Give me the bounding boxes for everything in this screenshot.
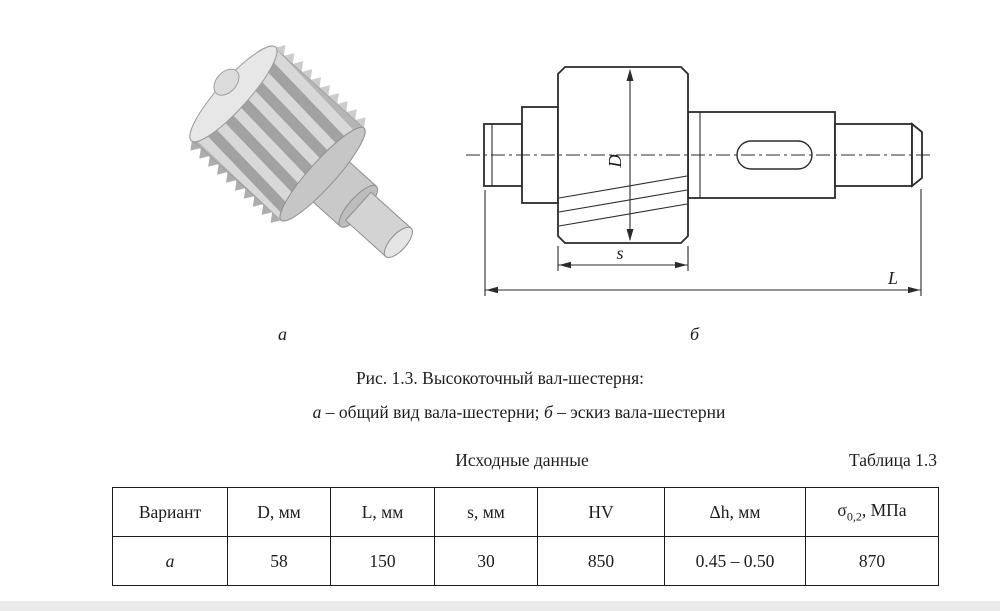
caption-part-a-text: – общий вид вала-шестерни; — [321, 402, 544, 422]
sigma-subscript: 0,2 — [846, 509, 862, 524]
caption-part-a-label: а — [312, 402, 322, 422]
header-cell-L: L, мм — [330, 487, 435, 537]
dim-label-s: s — [616, 243, 623, 263]
gear-teeth-silhouette-bottom — [190, 139, 282, 223]
data-cell-sigma: 870 — [805, 536, 939, 586]
data-cell-HV: 850 — [537, 536, 665, 586]
data-cell-L: 150 — [330, 536, 435, 586]
initial-data-table: Вариант D, мм L, мм s, мм HV Δh, мм σ0,2… — [112, 487, 939, 586]
dimension-D — [626, 69, 634, 241]
gear-teeth-stripes — [193, 47, 359, 221]
header-cell-D: D, мм — [227, 487, 331, 537]
header-cell-s: s, мм — [434, 487, 538, 537]
gear-shaft-photo — [189, 45, 413, 258]
gear-end-nub — [213, 68, 240, 96]
table-number-label: Таблица 1.3 — [849, 450, 937, 470]
shaft-step2-end — [383, 226, 413, 258]
dimension-L — [484, 189, 922, 296]
figure-caption-parts: а – общий вид вала-шестерни; б – эскиз в… — [38, 402, 1000, 423]
sigma-base: σ — [837, 499, 847, 520]
data-cell-dh: 0.45 – 0.50 — [664, 536, 806, 586]
caption-part-b-text: – эскиз вала-шестерни — [552, 402, 726, 422]
figure-label-b: б — [690, 324, 700, 344]
caption-part-b-label: б — [543, 402, 553, 422]
header-cell-variant: Вариант — [112, 487, 228, 537]
table-data-row: а 58 150 30 850 0.45 – 0.50 870 — [112, 536, 939, 586]
gear-teeth-silhouette-top — [274, 45, 366, 129]
figure-label-a: а — [278, 324, 287, 344]
header-cell-sigma: σ0,2, МПа — [805, 487, 939, 537]
data-cell-D: 58 — [227, 536, 331, 586]
gear-face — [279, 126, 366, 222]
scan-artifact-band — [0, 601, 1000, 611]
gear-shaft-3d-group — [189, 45, 413, 258]
table-header-row: Вариант D, мм L, мм s, мм HV Δh, мм σ0,2… — [112, 487, 939, 537]
header-cell-dh: Δh, мм — [664, 487, 806, 537]
header-cell-HV: HV — [537, 487, 665, 537]
figure-caption-title: Рис. 1.3. Высокоточный вал-шестерня: — [355, 368, 645, 388]
data-cell-variant: а — [112, 536, 228, 586]
sigma-rest: , МПа — [861, 499, 907, 520]
helix-lines — [558, 175, 688, 227]
dim-label-L: L — [887, 268, 898, 288]
dimension-s — [557, 246, 689, 271]
dim-label-D: D — [605, 155, 625, 169]
data-cell-s: 30 — [434, 536, 538, 586]
shaft-sketch: D s L — [466, 66, 934, 296]
table-title: Исходные данные — [455, 450, 589, 470]
